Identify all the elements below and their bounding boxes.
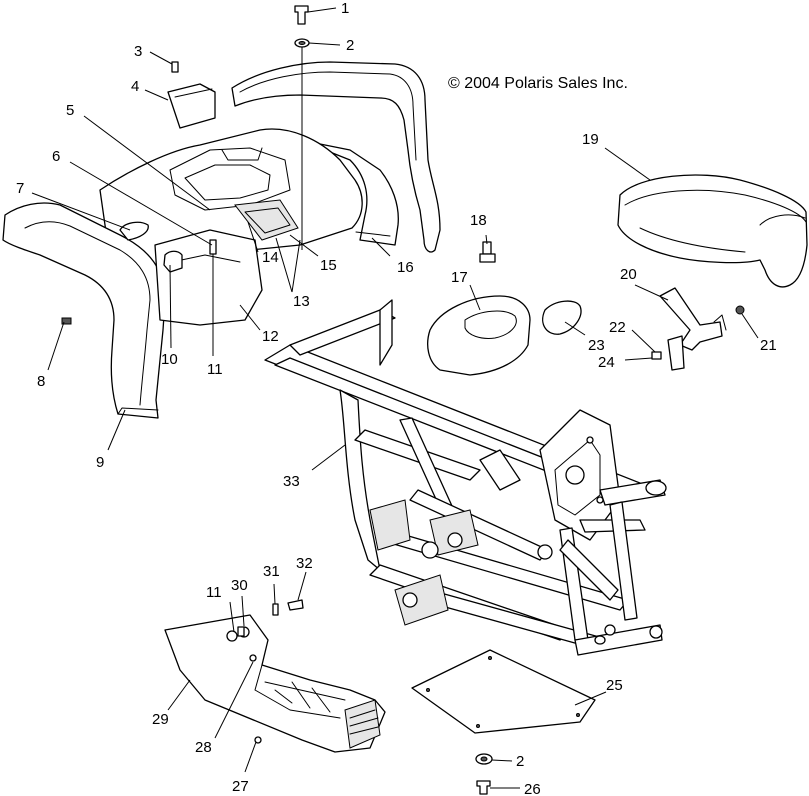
callout-18: 18 (470, 212, 487, 229)
callout-12: 12 (262, 328, 279, 345)
callout-13: 13 (293, 293, 310, 310)
frame (264, 299, 667, 656)
callout-20: 20 (620, 266, 637, 283)
skid-plate (411, 649, 596, 734)
callout-25: 25 (606, 677, 623, 694)
seat (617, 174, 808, 288)
cylinder-cap (542, 300, 582, 335)
callout-6: 6 (52, 148, 60, 165)
callout-29: 29 (152, 711, 169, 728)
callout-28: 28 (195, 739, 212, 756)
callout-21: 21 (760, 337, 777, 354)
callout-10: 10 (161, 351, 178, 368)
callout-22: 22 (609, 319, 626, 336)
copyright-text: © 2004 Polaris Sales Inc. (448, 75, 628, 92)
callout-4: 4 (131, 78, 139, 95)
callout-15: 15 (320, 257, 337, 274)
callout-9: 9 (96, 454, 104, 471)
callout-7: 7 (16, 180, 24, 197)
callout-14: 14 (262, 249, 279, 266)
callout-23: 23 (588, 337, 605, 354)
callout-27: 27 (232, 778, 249, 795)
callout-3: 3 (134, 43, 142, 60)
rear-rack (231, 61, 441, 253)
callout-33: 33 (283, 473, 300, 490)
callout-8: 8 (37, 373, 45, 390)
callout-1: 1 (341, 0, 349, 17)
hardware-bottom (237, 599, 493, 795)
callout-16: 16 (397, 259, 414, 276)
hardware-top (119, 5, 496, 273)
callout-11-lower: 11 (206, 584, 222, 601)
left-fender-flap (2, 202, 166, 419)
callout-labels: 1 2 3 4 5 6 7 8 9 10 11 12 13 14 15 16 1… (16, 0, 777, 796)
callout-30: 30 (231, 577, 248, 594)
seat-latch (651, 287, 745, 371)
tank-cover (427, 295, 531, 376)
callout-2: 2 (346, 37, 354, 54)
callout-26: 26 (524, 781, 541, 796)
footwell (164, 614, 386, 753)
callout-11: 11 (207, 361, 223, 378)
callout-32: 32 (296, 555, 313, 572)
callout-2-lower: 2 (516, 753, 524, 770)
callout-17: 17 (451, 269, 468, 286)
callout-24: 24 (598, 354, 615, 371)
leader-lines (31, 7, 759, 789)
callout-31: 31 (263, 563, 280, 580)
callout-19: 19 (582, 131, 599, 148)
callout-5: 5 (66, 102, 74, 119)
